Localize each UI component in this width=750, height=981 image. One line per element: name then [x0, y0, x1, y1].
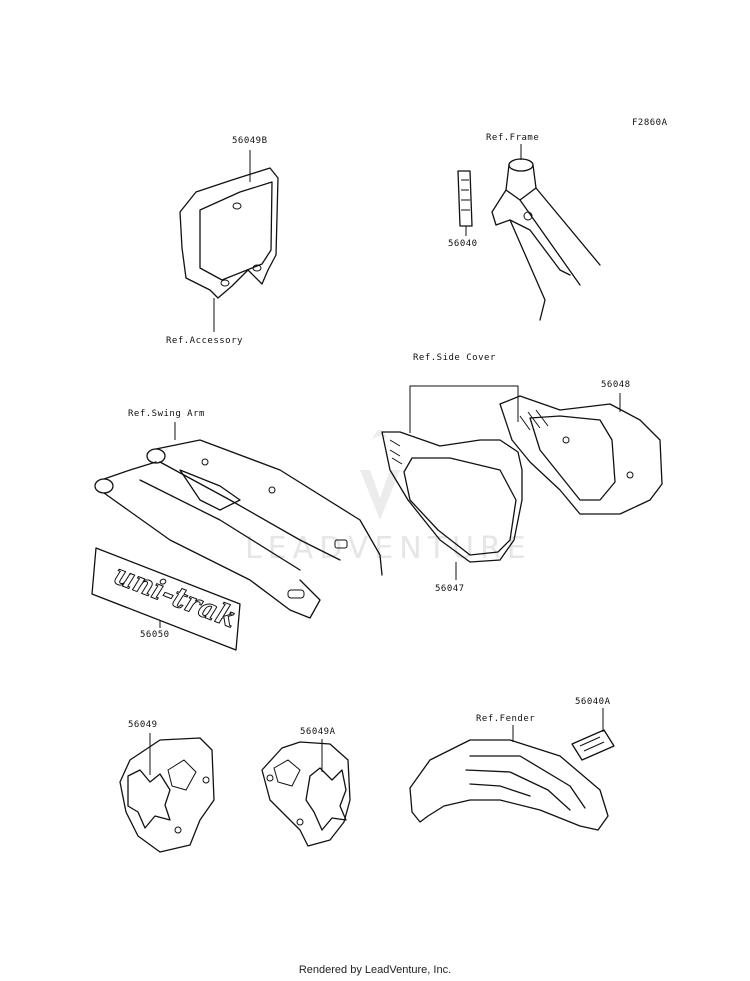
shroud-decal-56049A[interactable]: [261, 739, 351, 847]
label-56040[interactable]: 56040: [448, 239, 478, 249]
label-56047[interactable]: 56047: [435, 584, 465, 594]
footer-credit: Rendered by LeadVenture, Inc.: [298, 964, 452, 976]
frame-reference: [491, 144, 601, 321]
label-decal-56040[interactable]: [457, 170, 473, 236]
label-56040A[interactable]: 56040A: [575, 697, 611, 707]
decal-uni-trak-text: uni-trak: [109, 558, 241, 635]
front-fender-reference: [409, 725, 609, 831]
figure-code: F2860A: [632, 118, 668, 128]
label-56049B[interactable]: 56049B: [232, 136, 268, 146]
side-cover-decal-56047[interactable]: [381, 431, 523, 580]
label-56049A[interactable]: 56049A: [300, 727, 336, 737]
label-56049[interactable]: 56049: [128, 720, 158, 730]
label-ref-side-cover[interactable]: Ref.Side Cover: [413, 353, 496, 363]
label-ref-fender[interactable]: Ref.Fender: [476, 714, 535, 724]
side-cover-leader: [409, 385, 519, 433]
watermark-logo: [360, 430, 400, 520]
side-cover-decal-56048[interactable]: [499, 393, 663, 515]
number-plate-56049B[interactable]: [179, 150, 279, 332]
label-56050[interactable]: 56050: [140, 630, 170, 640]
label-ref-swing-arm[interactable]: Ref.Swing Arm: [128, 409, 205, 419]
shroud-decal-56049[interactable]: [119, 733, 215, 853]
label-ref-frame[interactable]: Ref.Frame: [486, 133, 539, 143]
label-decal-56040A[interactable]: [571, 708, 615, 761]
label-ref-accessory[interactable]: Ref.Accessory: [166, 336, 243, 346]
swing-arm-reference: [94, 439, 383, 619]
watermark-text: LEADVENTURE: [245, 531, 532, 566]
label-56048[interactable]: 56048: [601, 380, 631, 390]
